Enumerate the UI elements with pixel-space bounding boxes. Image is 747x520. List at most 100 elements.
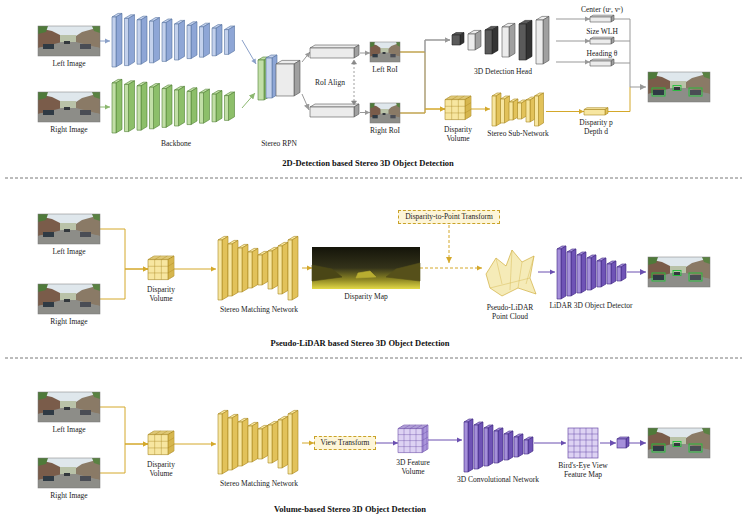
layer-face [154,84,160,129]
layer-face [352,60,357,64]
layer-face [175,24,179,60]
connector-arrow [174,267,216,272]
output-image [648,428,710,458]
layer-face [175,90,179,126]
layer-face [571,249,576,296]
connector-arrow [360,51,370,56]
node-label: Left Image [52,248,85,257]
layer-face [486,250,536,296]
image-frame [38,214,100,244]
arrowhead [143,442,148,447]
layer-face [498,428,503,463]
layer-face [225,96,229,121]
connector-arrow [100,442,148,474]
node-label: 3D Feature Volume [391,459,436,476]
node-figure [148,256,174,282]
layer-face [258,255,262,285]
layer-face [248,252,252,288]
layer-face [191,88,197,125]
connector-line [556,19,590,20]
layer-face [605,108,608,115]
node-label: Right Image [50,126,87,135]
node-figure [256,52,302,104]
layer-face [468,34,475,50]
layer-face [518,434,523,457]
node-label: Stereo Matching Network [220,480,298,489]
image-node: Right Image [38,92,100,122]
node-label: Disparity Volume [141,286,181,303]
network-block: Disparity Volume [148,256,174,282]
layer-face [150,21,154,63]
layer-face [248,426,252,462]
layer-face [485,30,492,54]
arrowhead [305,52,310,57]
layer-face [125,84,129,131]
image-node: Right Image [38,458,100,488]
layer-face [258,60,264,100]
connector-arrow [360,110,370,115]
layer-face [310,45,359,48]
output-arrow [600,443,616,444]
node-label: LiDAR 3D Object Detector [549,302,632,311]
grid-line [445,96,471,120]
section-title: 2D-Detection based Stereo 3D Object Dete… [282,158,453,168]
layer-face [354,45,359,58]
network-block: Disparity Map [312,247,420,289]
node-label: Left RoI [372,66,398,75]
feature-line [242,93,255,108]
node-figure [482,244,538,300]
node-label: RoI Align [315,79,345,87]
layer-face [354,104,359,117]
connector-arrow [100,229,148,272]
layer-face [475,30,481,50]
arrowhead [143,267,148,272]
image-node: Right RoI [370,103,400,123]
connector-arrow [471,107,490,112]
layer-face [601,258,606,287]
layer-face [229,92,235,120]
layer-face [504,434,508,460]
layer-face [148,435,168,455]
layer-face [310,48,354,58]
layer-face [187,91,191,124]
node-label: Left Image [52,60,85,69]
layer-face [150,87,154,129]
image-frame [370,42,400,62]
network-block: Pseudo-LiDAR Point Cloud [482,244,538,300]
layer-face [200,93,204,123]
layer-face [266,58,272,98]
layer-face [187,25,191,58]
layer-face [488,425,493,466]
connector-arrow [302,441,314,446]
grid-line [568,428,598,458]
arrowhead [393,441,398,446]
connector-arrow [556,17,590,22]
layer-face [494,431,498,463]
node-figure [148,431,174,457]
layer-face [292,410,298,474]
arrowhead [211,442,216,447]
network-block: LiDAR 3D Object Detector [555,246,627,298]
layer-face [162,89,166,128]
node-label: Backbone [161,140,191,149]
layer-face [166,19,172,61]
layer-face [445,100,465,120]
layer-face [591,255,596,290]
layer-face [141,82,147,130]
node-figure [38,26,100,56]
connector-arrow [376,441,398,446]
bev-grid [568,428,598,458]
arrowhead [440,107,445,112]
node-figure [370,42,400,62]
node-label: Bird's-Eye View Feature Map [551,462,616,479]
layer-face [288,414,292,474]
transform-box: Disparity-to-Point Transform [398,210,500,224]
layer-face [252,422,258,462]
image-frame [38,26,100,56]
node-label: 3D Convolutional Network [457,476,539,485]
arrowhead [307,266,312,271]
layer-face [252,248,258,288]
node-label: Right RoI [370,127,400,136]
transform-arrow [449,225,450,263]
layer-face [492,96,496,126]
